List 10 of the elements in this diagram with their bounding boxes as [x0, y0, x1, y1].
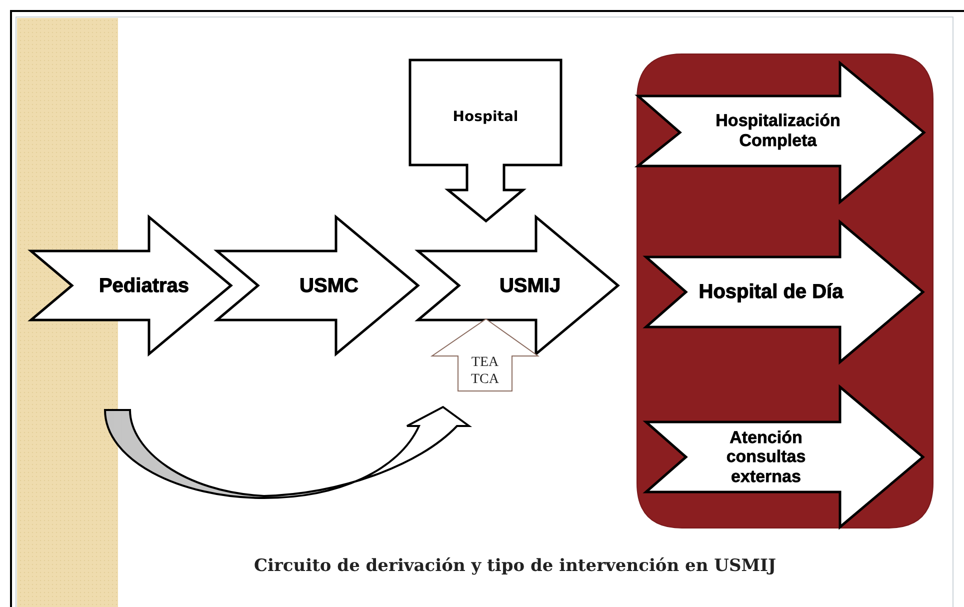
node-label: USMC	[300, 274, 358, 296]
node-label: TEA TCA	[470, 355, 500, 389]
curved-arrow	[104, 406, 470, 499]
node-label: Hospital	[452, 109, 518, 125]
node-label: USMIJ	[499, 274, 561, 296]
node-label: Atención consultas externas	[725, 428, 807, 486]
caption: Circuito de derivación y tipo de intervención en USMIJ	[252, 556, 778, 576]
node-label: Hospital de Día	[698, 281, 844, 303]
node-label: Hospitalización Completa	[714, 111, 842, 151]
node-label: Pediatras	[98, 274, 190, 296]
